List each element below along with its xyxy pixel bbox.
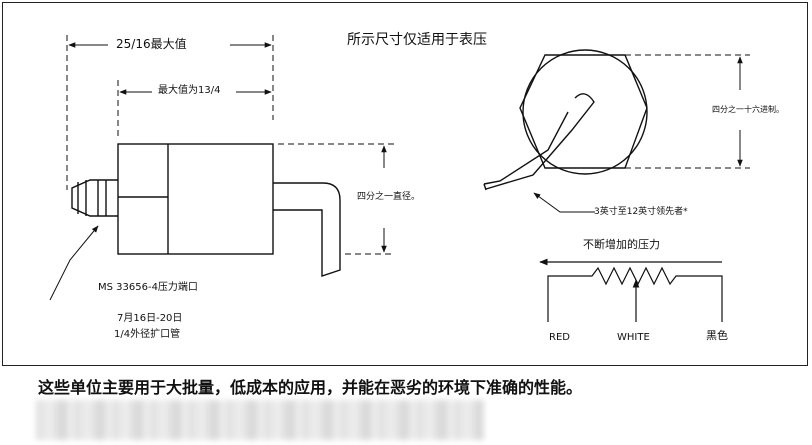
lead-lower (483, 111, 569, 185)
diagram-frame (2, 2, 808, 366)
dim-overall-length (66, 35, 274, 190)
dim-hex-size (625, 54, 750, 169)
end-circle (522, 49, 648, 175)
port-size-line2: 1/4外径扩口管 (114, 329, 181, 340)
lead-length-label: 3英寸至12英寸领先者* (594, 207, 688, 217)
wire-white-label: WHITE (617, 332, 650, 343)
hex-nut (519, 54, 648, 169)
overall-length-label: 25/16最大值 (116, 37, 187, 51)
transducer-side-view (71, 143, 341, 277)
resistor (547, 266, 723, 322)
diagram-title: 所示尺寸仅适用于表压 (347, 32, 487, 48)
blurred-text-row (36, 400, 484, 440)
transducer-end-view (483, 49, 648, 191)
body-diameter-label: 四分之一直径。 (357, 192, 421, 202)
wire-red-label: RED (549, 332, 570, 343)
transducer-body (117, 143, 274, 255)
potentiometer-schematic (539, 258, 723, 322)
lead-upper (485, 93, 595, 190)
pressure-port-label: MS 33656-4压力端口 (98, 282, 198, 293)
increasing-pressure-label: 不断增加的压力 (583, 238, 660, 251)
description-caption: 这些单位主要用于大批量，低成本的应用，并能在恶劣的环境下准确的性能。 (38, 378, 583, 397)
dim-body-length (117, 80, 272, 140)
lead-leader (533, 192, 595, 213)
cable-bend (273, 182, 341, 277)
hex-size-label: 四分之一十六进制。 (712, 105, 784, 114)
wire-black-label: 黑色 (706, 329, 728, 342)
dim-body-diameter (278, 143, 395, 255)
port-leader (49, 225, 99, 301)
port-size-line1: 7月16日-20日 (117, 313, 183, 324)
body-length-label: 最大值为13/4 (158, 85, 221, 96)
flare-fitting (71, 179, 118, 217)
